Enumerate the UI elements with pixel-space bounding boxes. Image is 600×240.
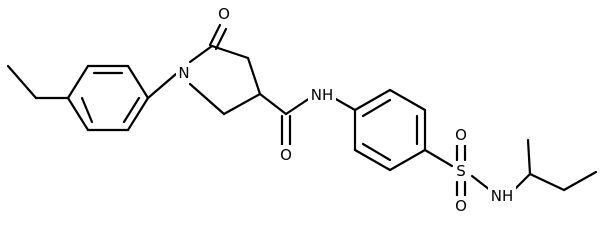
svg-text:O: O [280, 146, 292, 164]
atom-o-sulfonyl-top: O [453, 125, 469, 145]
atom-labels: N O NH O S O O NH [176, 4, 516, 216]
svg-text:NH: NH [311, 86, 334, 104]
chemical-structure-diagram: N O NH O S O O NH [6, 4, 598, 216]
svg-text:NH: NH [491, 187, 514, 205]
svg-text:O: O [218, 5, 230, 23]
atom-nh-sulfonamide: NH [488, 186, 516, 206]
svg-text:N: N [178, 64, 189, 82]
svg-text:O: O [455, 126, 467, 144]
atom-o-amide: O [278, 145, 294, 165]
atom-o-sulfonyl-bottom: O [453, 196, 469, 216]
atom-s-sulfonyl: S [453, 161, 469, 181]
atom-n-ring: N [176, 63, 192, 83]
atom-o-ketone: O [216, 4, 232, 24]
bond-lines [6, 23, 598, 200]
atom-nh-amide: NH [308, 85, 336, 105]
svg-text:O: O [455, 197, 467, 215]
svg-text:S: S [456, 162, 466, 180]
